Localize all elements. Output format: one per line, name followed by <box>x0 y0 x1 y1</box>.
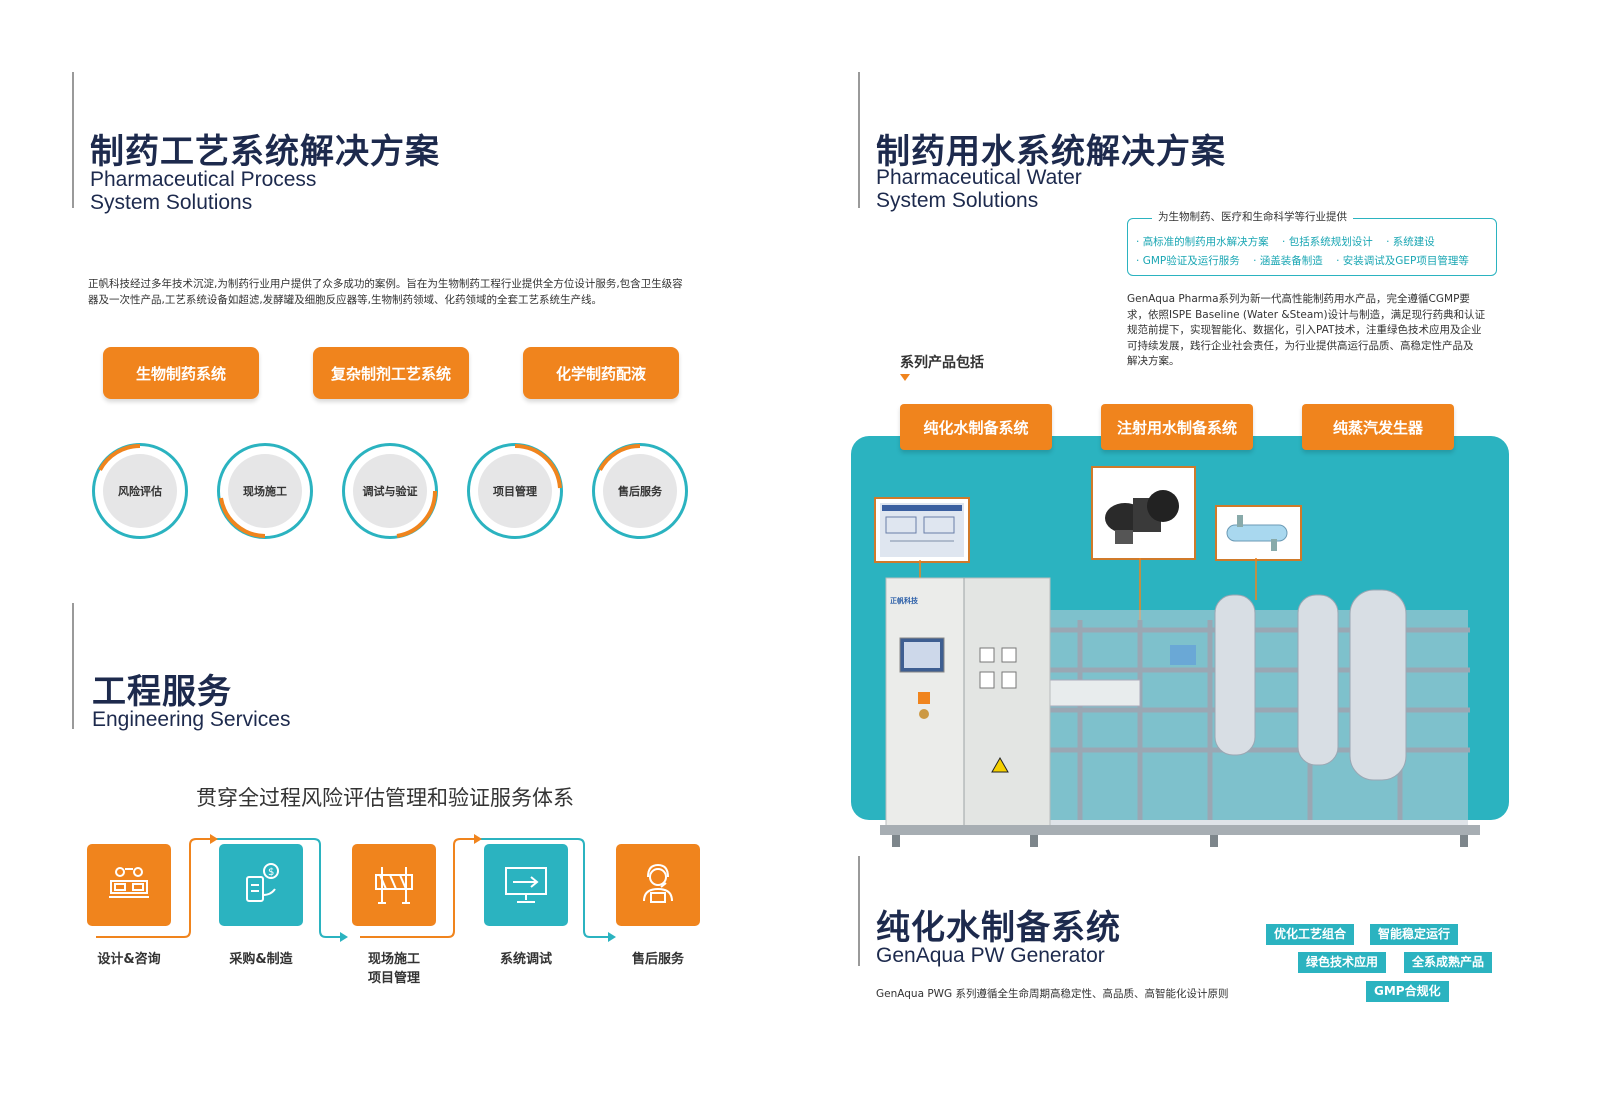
offer-item: · 系统建设 <box>1386 236 1435 248</box>
process-solutions-title: 制药工艺系统解决方案 <box>90 132 440 172</box>
after-sales-step <box>616 844 700 926</box>
offer-item: · GMP验证及运行服务 <box>1136 255 1240 267</box>
design-consult-icon <box>109 867 149 898</box>
pw-system-subtitle: GenAqua PW Generator <box>876 944 1105 967</box>
process-solutions-subtitle-2: System Solutions <box>90 191 253 214</box>
offer-item: · 包括系统规划设计 <box>1282 236 1373 248</box>
water-solutions-subtitle-2: System Solutions <box>876 189 1039 212</box>
procurement-step: $ <box>219 844 303 926</box>
pure-steam-generator-button[interactable]: 纯蒸汽发生器 <box>1302 404 1454 450</box>
complex-formulation-button[interactable]: 复杂制剂工艺系统 <box>313 347 469 399</box>
hmi-screen-image <box>874 497 970 563</box>
commissioning-validation-circle: 调试与验证 <box>342 443 438 539</box>
heat-exchanger-image <box>1215 505 1302 561</box>
feature-tag: 智能稳定运行 <box>1370 924 1459 945</box>
section-divider-line <box>72 603 74 729</box>
risk-assessment-circle: 风险评估 <box>92 443 188 539</box>
after-sales-label: 售后服务 <box>603 454 677 528</box>
feature-tag: 绿色技术应用 <box>1298 952 1387 973</box>
wfi-system-button[interactable]: 注射用水制备系统 <box>1101 404 1253 450</box>
section-divider-line <box>858 856 860 966</box>
section-divider-line <box>858 72 860 208</box>
intro-line-1: 正帆科技经过多年技术沉淀,为制药行业用户提供了众多成功的案例。旨在为生物制药工程… <box>88 278 683 290</box>
offer-row-2: · GMP验证及运行服务 · 涵盖装备制造 · 安装调试及GEP项目管理等 <box>1136 253 1469 268</box>
pw-generator-machine-image: 正帆科技 <box>880 560 1480 860</box>
offer-header: 为生物制药、医疗和生命科学等行业提供 <box>1152 209 1353 224</box>
chemical-pharma-button[interactable]: 化学制药配液 <box>523 347 679 399</box>
project-management-circle: 项目管理 <box>467 443 563 539</box>
design-consult-step <box>87 844 171 926</box>
service-system-heading: 贯穿全过程风险评估管理和验证服务体系 <box>196 786 574 810</box>
offer-item: · 涵盖装备制造 <box>1253 255 1323 267</box>
site-construction-step <box>352 844 436 926</box>
engineering-services-subtitle: Engineering Services <box>92 708 291 731</box>
section-divider-line <box>72 72 74 208</box>
project-management-label: 项目管理 <box>478 454 552 528</box>
after-sales-circle: 售后服务 <box>592 443 688 539</box>
step-label-construction: 现场施工 <box>367 952 420 967</box>
headset-support-icon <box>643 863 673 903</box>
step-label-project-mgmt: 项目管理 <box>367 971 420 986</box>
system-commissioning-step <box>484 844 568 926</box>
intro-line-2: 器及一次性产品,工艺系统设备如超滤,发酵罐及细胞反应器等,生物制药领域、化药领域… <box>88 294 603 306</box>
product-description: GenAqua Pharma系列为新一代高性能制药用水产品，完全遵循CGMP要 … <box>1127 293 1486 367</box>
feature-tag: GMP合规化 <box>1366 981 1449 1002</box>
procurement-icon: $ <box>246 863 279 902</box>
biopharma-system-button[interactable]: 生物制药系统 <box>103 347 259 399</box>
valve-component-image <box>1091 466 1196 560</box>
pw-system-description: GenAqua PWG 系列遵循全生命周期高稳定性、高品质、高智能化设计原则 <box>876 988 1229 1000</box>
series-label: 系列产品包括 <box>900 355 984 371</box>
feature-tag: 全系成熟产品 <box>1404 952 1493 973</box>
offer-item: · 高标准的制药用水解决方案 <box>1136 236 1269 248</box>
svg-text:$: $ <box>268 867 274 878</box>
water-solutions-subtitle-1: Pharmaceutical Water <box>876 166 1082 189</box>
water-solutions-title: 制药用水系统解决方案 <box>876 132 1226 172</box>
engineering-services-title: 工程服务 <box>92 672 232 712</box>
pw-system-title: 纯化水制备系统 <box>876 908 1121 948</box>
process-solutions-subtitle-1: Pharmaceutical Process <box>90 168 317 191</box>
process-flow-arrows <box>96 834 616 942</box>
feature-tag: 优化工艺组合 <box>1266 924 1355 945</box>
pw-system-button[interactable]: 纯化水制备系统 <box>900 404 1052 450</box>
step-label-after-sales: 售后服务 <box>631 952 684 967</box>
site-construction-circle: 现场施工 <box>217 443 313 539</box>
step-label-commissioning: 系统调试 <box>499 952 552 967</box>
step-label-procurement: 采购&制造 <box>229 952 293 967</box>
machine-brand-label: 正帆科技 <box>890 597 918 605</box>
barrier-icon <box>375 867 413 904</box>
offer-row-1: · 高标准的制药用水解决方案 · 包括系统规划设计 · 系统建设 <box>1136 234 1435 249</box>
series-marker-icon <box>900 374 910 381</box>
offer-item: · 安装调试及GEP项目管理等 <box>1336 255 1469 267</box>
monitor-icon <box>505 867 547 903</box>
site-construction-label: 现场施工 <box>228 454 302 528</box>
risk-assessment-label: 风险评估 <box>103 454 177 528</box>
step-label-design: 设计&咨询 <box>97 952 161 967</box>
commissioning-validation-label: 调试与验证 <box>353 454 427 528</box>
